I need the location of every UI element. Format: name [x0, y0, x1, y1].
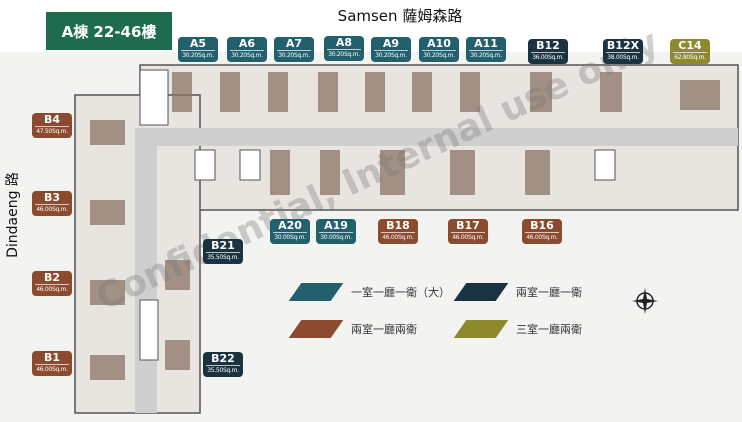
legend-item-three-bed-two-bath: 三室一廳兩衛 — [453, 320, 582, 338]
unit-id: C14 — [673, 40, 707, 53]
corridor-top — [140, 128, 738, 146]
unit-id: A19 — [319, 220, 353, 233]
unit-area: 46.00Sq.m. — [36, 286, 68, 293]
unit-id: B18 — [381, 220, 415, 233]
unit-id: B2 — [35, 272, 69, 285]
legend-item-one-bed-large: 一室一廳一衛（大） — [288, 283, 450, 301]
unit-id: B4 — [35, 114, 69, 127]
unit-rooms — [90, 72, 720, 380]
building-floor-title: A棟 22-46樓 — [46, 12, 172, 50]
legend-label: 兩室一廳一衛 — [516, 286, 582, 299]
legend-item-two-bed-one-bath: 兩室一廳一衛 — [453, 283, 582, 301]
compass-icon — [632, 288, 658, 314]
unit-id: A10 — [422, 38, 456, 51]
unit-area: 30.20Sq.m. — [231, 52, 263, 59]
unit-area: 38.00Sq.m. — [607, 54, 639, 61]
unit-area: 47.50Sq.m. — [36, 128, 68, 135]
unit-id: A20 — [273, 220, 307, 233]
unit-id: A9 — [374, 38, 408, 51]
unit-area: 35.50Sq.m. — [207, 367, 239, 374]
unit-id: B17 — [451, 220, 485, 233]
road-label-dindaeng: Dindaeng 路 — [5, 172, 21, 258]
unit-area: 46.00Sq.m. — [382, 234, 414, 241]
unit-id: B16 — [525, 220, 559, 233]
road-label-samsen: Samsen 薩姆森路 — [337, 7, 463, 25]
unit-id: B12X — [606, 39, 640, 53]
unit-id: A11 — [469, 38, 503, 51]
unit-area: 46.00Sq.m. — [452, 234, 484, 241]
unit-area: 36.00Sq.m. — [532, 54, 564, 61]
unit-area: 30.20Sq.m. — [328, 51, 360, 58]
unit-area: 30.20Sq.m. — [278, 52, 310, 59]
unit-area: 30.20Sq.m. — [182, 52, 214, 59]
unit-area: 35.50Sq.m. — [207, 254, 239, 261]
unit-area: 62.80Sq.m. — [674, 54, 706, 61]
unit-area: 46.00Sq.m. — [36, 206, 68, 213]
unit-id: B21 — [206, 240, 240, 253]
unit-area: 30.20Sq.m. — [423, 52, 455, 59]
unit-id: B3 — [35, 192, 69, 205]
unit-id: A8 — [327, 37, 361, 50]
unit-id: A7 — [277, 38, 311, 51]
unit-id: B22 — [206, 353, 240, 366]
unit-area: 46.00Sq.m. — [526, 234, 558, 241]
legend-label: 一室一廳一衛（大） — [351, 286, 450, 299]
cores — [139, 69, 616, 361]
legend-label: 兩室一廳兩衛 — [351, 323, 417, 336]
unit-area: 46.00Sq.m. — [36, 366, 68, 373]
unit-id: B12 — [531, 40, 565, 53]
unit-area: 30.00Sq.m. — [320, 234, 352, 241]
unit-area: 30.20Sq.m. — [375, 52, 407, 59]
legend-swatch — [453, 320, 509, 338]
unit-id: B1 — [35, 352, 69, 365]
legend-swatch — [288, 283, 344, 301]
unit-area: 30.20Sq.m. — [470, 52, 502, 59]
unit-area: 30.00Sq.m. — [274, 234, 306, 241]
legend-swatch — [453, 283, 509, 301]
unit-id: A5 — [181, 38, 215, 51]
legend-swatch — [288, 320, 344, 338]
legend-label: 三室一廳兩衛 — [516, 323, 582, 336]
legend-item-two-bed-two-bath: 兩室一廳兩衛 — [288, 320, 417, 338]
unit-id: A6 — [230, 38, 264, 51]
